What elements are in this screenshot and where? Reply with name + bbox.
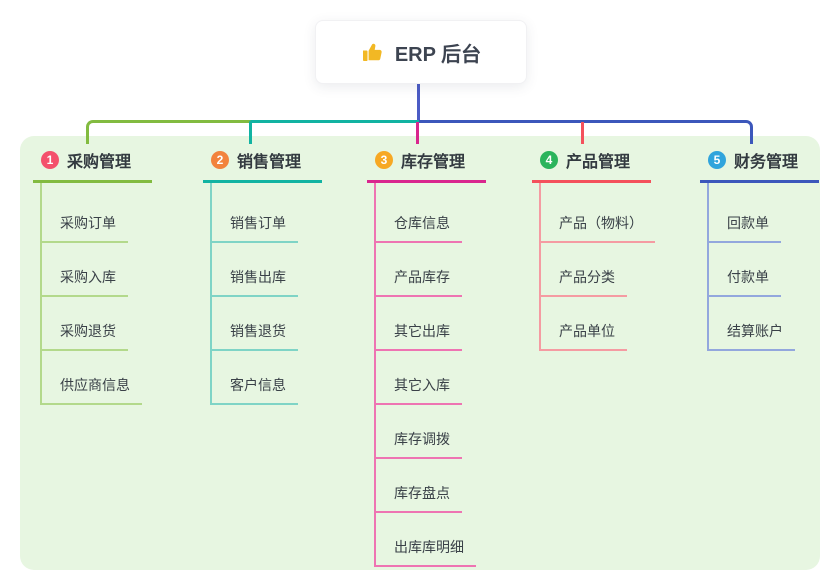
- branch-title-label: 销售管理: [237, 154, 302, 171]
- child-node-product-unit[interactable]: 产品单位: [541, 297, 627, 351]
- child-node-warehouse-info[interactable]: 仓库信息: [376, 189, 462, 243]
- connector-root-vertical: [417, 81, 420, 122]
- branch-inventory-title[interactable]: 3 库存管理: [367, 146, 486, 183]
- child-node-sales-order[interactable]: 销售订单: [212, 189, 298, 243]
- child-node-purchase-order[interactable]: 采购订单: [42, 189, 128, 243]
- child-node-outbound-detail[interactable]: 出库库明细: [376, 513, 476, 567]
- branch-title-label: 财务管理: [734, 154, 799, 171]
- child-node-settlement-account[interactable]: 结算账户: [709, 297, 795, 351]
- child-node-payment-bill[interactable]: 付款单: [709, 243, 781, 297]
- branch-title-label: 采购管理: [67, 154, 132, 171]
- child-node-supplier-info[interactable]: 供应商信息: [42, 351, 142, 405]
- child-node-customer-info[interactable]: 客户信息: [212, 351, 298, 405]
- badge-3: 3: [375, 151, 393, 169]
- branch-inventory-children: 仓库信息 产品库存 其它出库 其它入库 库存调拨 库存盘点 出库库明细: [374, 183, 486, 567]
- child-node-receipt-bill[interactable]: 回款单: [709, 189, 781, 243]
- badge-5: 5: [708, 151, 726, 169]
- child-node-product-category[interactable]: 产品分类: [541, 243, 627, 297]
- branch-product-children: 产品（物料） 产品分类 产品单位: [539, 183, 655, 351]
- branch-finance-title[interactable]: 5 财务管理: [700, 146, 819, 183]
- branch-finance-children: 回款单 付款单 结算账户: [707, 183, 819, 351]
- child-node-other-inbound[interactable]: 其它入库: [376, 351, 462, 405]
- branch-title-label: 产品管理: [566, 154, 631, 171]
- branch-finance: 5 财务管理 回款单 付款单 结算账户: [700, 146, 819, 351]
- branches-panel: [20, 136, 820, 570]
- child-node-stock-transfer[interactable]: 库存调拨: [376, 405, 462, 459]
- branch-sales-title[interactable]: 2 销售管理: [203, 146, 322, 183]
- branch-product-title[interactable]: 4 产品管理: [532, 146, 651, 183]
- child-node-other-outbound[interactable]: 其它出库: [376, 297, 462, 351]
- branch-purchase-title[interactable]: 1 采购管理: [33, 146, 152, 183]
- badge-4: 4: [540, 151, 558, 169]
- branch-sales: 2 销售管理 销售订单 销售出库 销售退货 客户信息: [203, 146, 322, 405]
- branch-purchase-children: 采购订单 采购入库 采购退货 供应商信息: [40, 183, 152, 405]
- branch-product: 4 产品管理 产品（物料） 产品分类 产品单位: [532, 146, 655, 351]
- child-node-sales-return[interactable]: 销售退货: [212, 297, 298, 351]
- child-node-sales-outbound[interactable]: 销售出库: [212, 243, 298, 297]
- branch-purchase: 1 采购管理 采购订单 采购入库 采购退货 供应商信息: [33, 146, 152, 405]
- branch-sales-children: 销售订单 销售出库 销售退货 客户信息: [210, 183, 322, 405]
- root-node[interactable]: ERP 后台: [315, 20, 527, 84]
- branch-title-label: 库存管理: [401, 154, 466, 171]
- badge-2: 2: [211, 151, 229, 169]
- badge-1: 1: [41, 151, 59, 169]
- branch-inventory: 3 库存管理 仓库信息 产品库存 其它出库 其它入库 库存调拨 库存盘点 出库库…: [367, 146, 486, 567]
- child-node-purchase-return[interactable]: 采购退货: [42, 297, 128, 351]
- child-node-purchase-inbound[interactable]: 采购入库: [42, 243, 128, 297]
- child-node-product-stock[interactable]: 产品库存: [376, 243, 462, 297]
- child-node-product-material[interactable]: 产品（物料）: [541, 189, 655, 243]
- root-title: ERP 后台: [394, 43, 482, 66]
- thumbs-up-icon: [361, 40, 385, 64]
- child-node-stock-check[interactable]: 库存盘点: [376, 459, 462, 513]
